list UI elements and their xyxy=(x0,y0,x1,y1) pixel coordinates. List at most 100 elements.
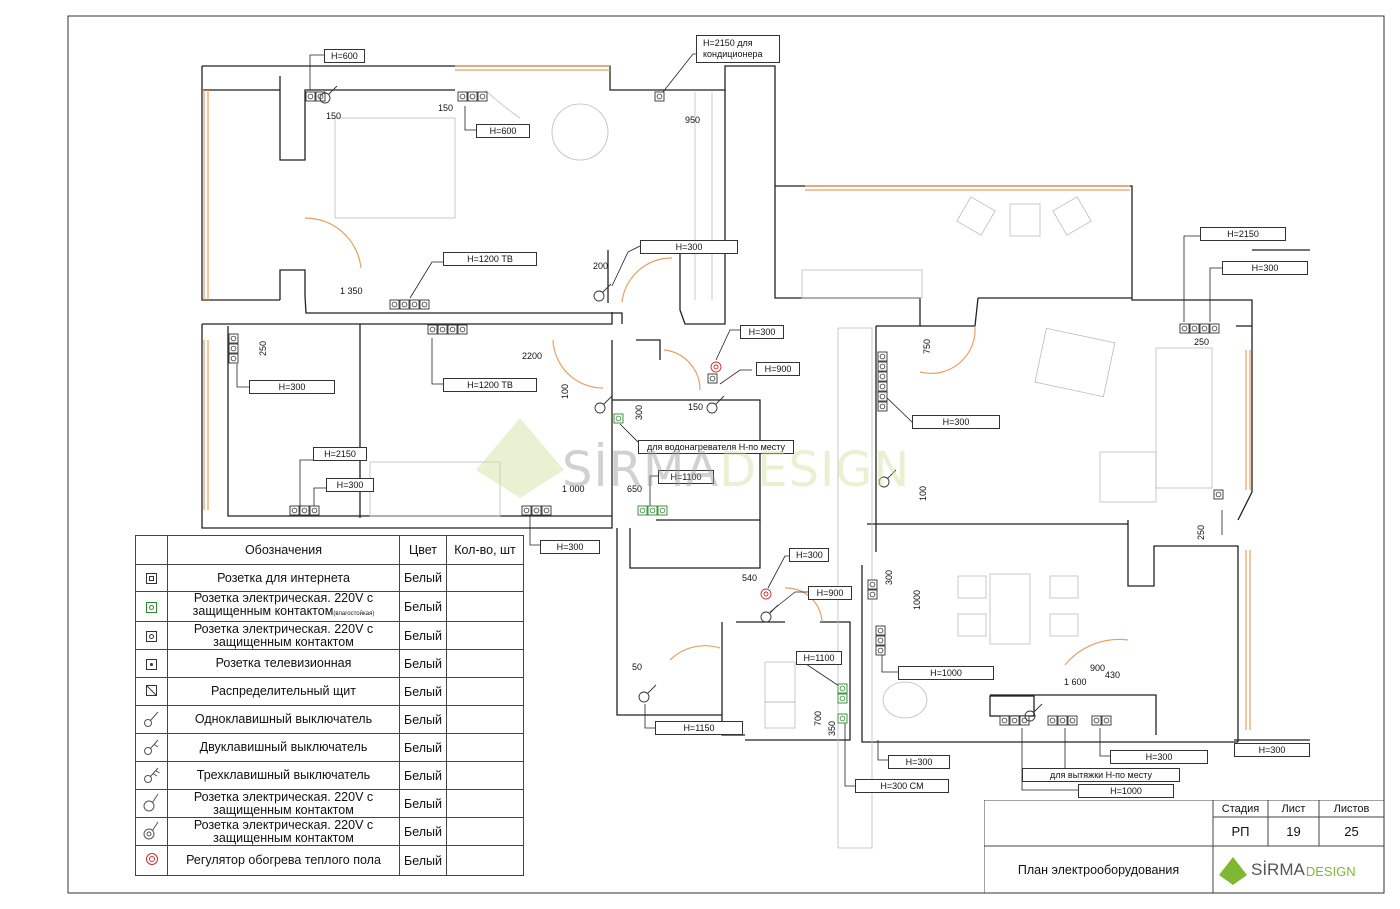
height-label: H=300 xyxy=(540,540,600,554)
socket-symbol xyxy=(1213,489,1224,500)
height-label: H=1100 xyxy=(796,651,842,665)
legend-header-designation: Обозначения xyxy=(167,535,400,565)
height-label: H=900 xyxy=(808,586,852,600)
legend-name: Двуклавишный выключатель xyxy=(167,733,400,762)
socket-symbol xyxy=(1009,715,1020,726)
height-label: H=300 xyxy=(789,548,829,562)
legend-row: Розетка телевизионная Белый xyxy=(135,649,525,678)
socket-icon xyxy=(143,793,158,812)
dimension-label: 750 xyxy=(922,338,932,354)
sheet-label: Лист xyxy=(1281,802,1306,815)
socket-symbol xyxy=(657,505,668,516)
socket-symbol xyxy=(457,324,468,335)
socket-symbol xyxy=(875,645,886,656)
socket-symbol xyxy=(877,351,888,362)
height-label: H=1100 xyxy=(658,470,714,484)
socket-symbol xyxy=(427,324,438,335)
stage-label: Стадия xyxy=(1221,802,1260,815)
socket-symbol xyxy=(877,381,888,392)
dimension-label: 350 xyxy=(827,720,837,736)
socket-symbol xyxy=(447,324,458,335)
height-label: H=300 xyxy=(740,325,784,339)
socket-symbol xyxy=(875,625,886,636)
switch-symbol xyxy=(638,684,657,703)
socket-symbol xyxy=(837,693,848,704)
socket-symbol xyxy=(409,299,420,310)
legend-name-note: (влагостойкая) xyxy=(333,611,375,617)
switch-symbol xyxy=(319,85,338,104)
switch-symbol xyxy=(878,469,897,488)
sheet-frame xyxy=(67,15,1385,894)
dimension-label: 2200 xyxy=(522,351,543,361)
socket-symbol xyxy=(654,91,665,102)
dimension-label: 150 xyxy=(326,111,342,121)
legend-qty xyxy=(446,621,525,650)
socket-symbol xyxy=(457,91,468,102)
sheets-label: Листов xyxy=(1333,802,1370,815)
socket-symbol xyxy=(1091,715,1102,726)
dimension-label: 250 xyxy=(1196,524,1206,540)
socket-symbol xyxy=(228,333,239,344)
dimension-label: 100 xyxy=(560,383,570,399)
legend-color: Белый xyxy=(398,705,448,734)
dimension-label: 700 xyxy=(813,710,823,726)
socket-icon xyxy=(146,630,157,642)
socket-symbol xyxy=(999,715,1010,726)
legend-color: Белый xyxy=(398,845,448,876)
height-label: H=300 xyxy=(249,380,335,394)
legend-color: Белый xyxy=(398,649,448,678)
height-label: H=300 СМ xyxy=(855,779,949,793)
legend-color: Белый xyxy=(398,591,448,622)
legend-qty xyxy=(446,591,525,622)
legend-row: Одноклавишный выключатель Белый xyxy=(135,705,525,734)
legend-name-line: Розетка электрическая. 220V с xyxy=(193,591,374,605)
switch-symbol xyxy=(593,283,612,302)
windows xyxy=(203,65,1251,730)
sheets-value: 25 xyxy=(1344,824,1359,839)
dimension-label: 150 xyxy=(688,402,704,412)
legend-header-qty: Кол-во, шт xyxy=(446,535,525,565)
legend-name: Регулятор обогрева теплого пола xyxy=(167,845,400,876)
dimension-label: 900 xyxy=(1090,663,1106,673)
socket-symbol xyxy=(1057,715,1068,726)
switch-symbol xyxy=(1024,703,1043,722)
height-label: H=1200 ТВ xyxy=(443,378,537,392)
height-label: H=300 xyxy=(1222,261,1308,275)
dimension-label: 50 xyxy=(632,662,643,672)
socket-symbol xyxy=(228,343,239,354)
socket-symbol xyxy=(399,299,410,310)
sheet-value: 19 xyxy=(1286,824,1301,839)
socket-symbol xyxy=(1047,715,1058,726)
socket-symbol xyxy=(437,324,448,335)
walls xyxy=(201,65,1310,743)
legend-row: Двуклавишный выключатель Белый xyxy=(135,733,525,762)
height-label: H=2150 xyxy=(1200,227,1286,241)
legend-color: Белый xyxy=(398,733,448,762)
socket-symbol xyxy=(389,299,400,310)
legend-name-line: защищенным контактом xyxy=(192,604,334,618)
socket-symbol xyxy=(467,91,478,102)
socket-symbol xyxy=(875,635,886,646)
legend-name: Розетка телевизионная xyxy=(167,649,400,678)
height-label: H=600 xyxy=(324,49,365,63)
height-label: H=300 xyxy=(1110,750,1208,764)
legend-color: Белый xyxy=(398,564,448,592)
dimension-label: 650 xyxy=(627,484,643,494)
socket-symbol xyxy=(707,373,718,384)
socket-symbol xyxy=(837,683,848,694)
legend-name: Розетка электрическая. 220V с защищенным… xyxy=(167,789,400,818)
legend-qty xyxy=(446,564,525,592)
dimension-label: 430 xyxy=(1105,670,1121,680)
legend-name: Одноклавишный выключатель xyxy=(167,705,400,734)
height-label: H=300 xyxy=(888,755,950,769)
legend-name: Розетка для интернета xyxy=(167,564,400,592)
dimension-label: 1 350 xyxy=(340,286,363,296)
dimension-label: 100 xyxy=(918,485,928,501)
legend-color: Белый xyxy=(398,677,448,706)
socket-symbol xyxy=(299,505,310,516)
legend-row: Трехклавишный выключатель Белый xyxy=(135,761,525,790)
switch-symbols xyxy=(319,85,1043,722)
legend-row: Распределительный щит Белый xyxy=(135,677,525,706)
single-switch-icon xyxy=(143,711,158,727)
